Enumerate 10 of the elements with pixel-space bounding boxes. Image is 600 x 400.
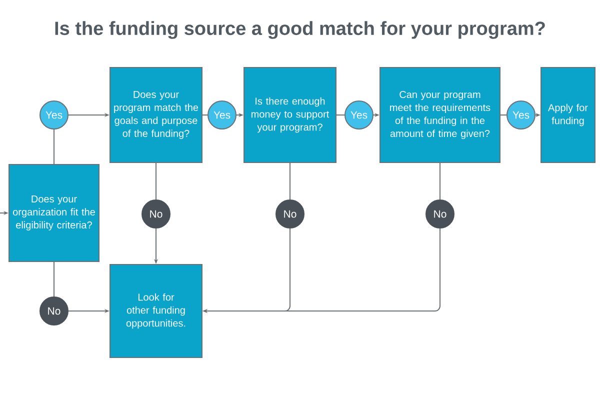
title: Is the funding source a good match for your program? <box>55 21 545 39</box>
action-box: Look for other funding opportunities. <box>110 264 202 358</box>
decision-box: Does your program match the goals and purpose of the funding? <box>110 67 202 163</box>
decision-box: Does your organization fit the eligibility criteria? <box>8 164 100 262</box>
connector-line <box>202 114 208 116</box>
action-box: Apply for funding <box>540 67 596 163</box>
decision-box: Can your program meet the requirements of the funding in the amount of time given? <box>380 67 500 163</box>
connector-line <box>500 114 507 116</box>
decision-box: Is there enough money to support your program? <box>244 67 336 163</box>
connector-line <box>336 114 345 116</box>
